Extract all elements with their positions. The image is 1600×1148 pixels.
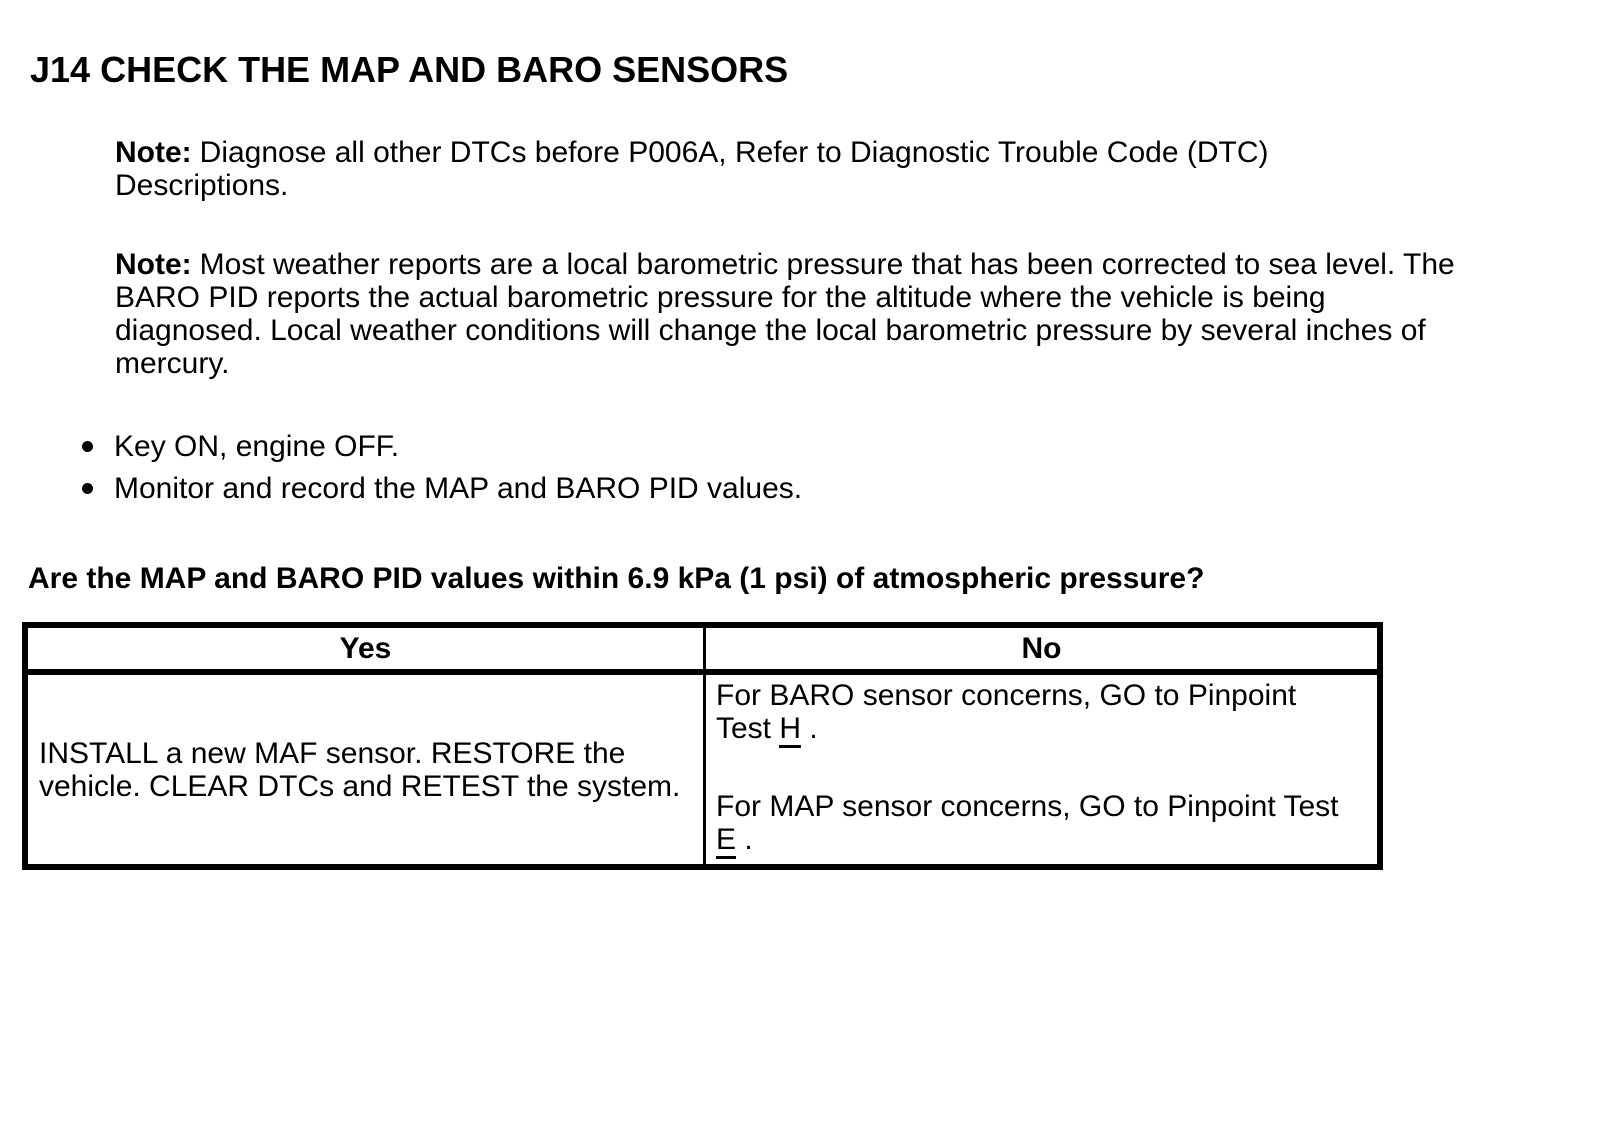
note-line: Note:Diagnose all other DTCs before P006… [115,136,1515,169]
bullet-icon [82,441,93,452]
note-label: Note: [115,136,192,169]
step-label: Key ON, engine OFF. [114,430,400,463]
table-header-no: No [703,628,1377,669]
note-line: diagnosed. Local weather conditions will… [115,314,1426,347]
list-item: Key ON, engine OFF. [82,430,1600,463]
note-barometric-pressure: Note:Most weather reports are a local ba… [115,248,1515,380]
yes-action-text: INSTALL a new MAF sensor. RESTORE the ve… [39,737,680,803]
note-line: mercury. [115,347,230,380]
decision-table-body-row: INSTALL a new MAF sensor. RESTORE the ve… [28,675,1377,864]
note-diagnose-dtcs: Note:Diagnose all other DTCs before P006… [115,136,1515,202]
step-label: Monitor and record the MAP and BARO PID … [114,472,803,505]
pinpoint-test-e-link[interactable]: E [716,823,737,859]
bullet-icon [82,483,93,494]
no-action-text: . [736,823,753,856]
no-action-map: For MAP sensor concerns, GO to Pinpoint … [716,790,1377,859]
no-action-text: Test [716,712,780,745]
no-action-line: E . [716,823,1377,859]
yes-action-line: INSTALL a new MAF sensor. RESTORE the [39,736,626,770]
yes-action-cell: INSTALL a new MAF sensor. RESTORE the ve… [28,675,703,864]
decision-table: Yes No INSTALL a new MAF sensor. RESTORE… [22,622,1383,870]
note-text: Diagnose all other DTCs before P006A, Re… [199,136,1269,169]
note-line: Note:Most weather reports are a local ba… [115,248,1515,281]
table-header-yes: Yes [339,632,392,665]
no-action-line: For MAP sensor concerns, GO to Pinpoint … [716,790,1339,823]
no-action-line: Test H . [716,712,1377,748]
note-label: Note: [115,248,192,281]
note-line: Descriptions. [115,169,289,202]
procedure-steps: Key ON, engine OFF. Monitor and record t… [82,430,1600,505]
note-text: Most weather reports are a local baromet… [199,248,1455,281]
no-action-text: . [801,712,818,745]
page-title: J14 CHECK THE MAP AND BARO SENSORS [30,49,789,90]
no-action-line: For BARO sensor concerns, GO to Pinpoint [716,679,1297,712]
decision-table-header-row: Yes No [28,628,1377,675]
pinpoint-test-h-link[interactable]: H [779,712,802,748]
list-item: Monitor and record the MAP and BARO PID … [82,472,1600,505]
no-action-cell: For BARO sensor concerns, GO to Pinpoint… [703,675,1377,864]
note-line: BARO PID reports the actual barometric p… [115,281,1326,314]
no-action-baro: For BARO sensor concerns, GO to Pinpoint… [716,679,1377,748]
yes-action-line: vehicle. CLEAR DTCs and RETEST the syste… [39,769,681,803]
document-page: J14 CHECK THE MAP AND BARO SENSORS Note:… [0,48,1600,1148]
decision-question: Are the MAP and BARO PID values within 6… [28,562,1205,595]
